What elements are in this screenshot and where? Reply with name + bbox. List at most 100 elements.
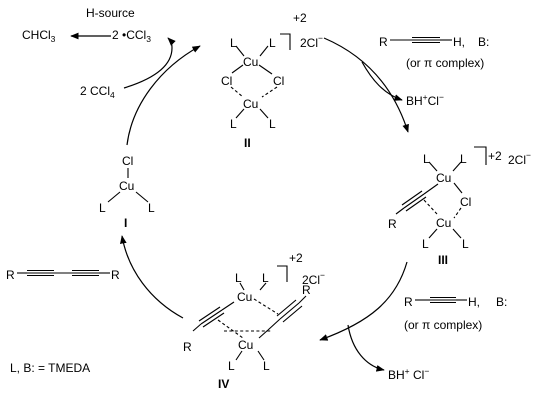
pi-complex-note: (or π complex): [406, 56, 484, 70]
reagent-1-group: R H, B: (or π complex) BH+Cl−: [361, 35, 489, 108]
cycle-arrows: [120, 37, 409, 341]
alkyne-bond: [403, 193, 425, 209]
cu-l-bond: [235, 350, 243, 361]
alkyne-bond: [202, 312, 225, 328]
alkyne-bond: [267, 318, 281, 331]
base-label: B:: [496, 295, 507, 309]
complex-III: L L Cu Cl R Cu L L III +2 2Cl−: [388, 146, 531, 267]
charge-label: +2: [488, 149, 502, 163]
ligand-label: L: [230, 36, 237, 50]
complex-III-label: III: [438, 253, 448, 267]
ligand-label: L: [460, 152, 467, 166]
r-group-left: R: [6, 268, 15, 282]
ligand-label: L: [269, 117, 276, 131]
chcl3-label: CHCl3: [22, 28, 56, 44]
diyne-product: R R: [6, 268, 120, 282]
cu-cl-bond: [258, 64, 273, 75]
byproduct-arrow-2: [347, 324, 385, 372]
r-group: R: [388, 217, 397, 231]
cu-l-bond: [452, 161, 462, 172]
ccl4-to-radical-arrow: [123, 37, 176, 89]
alkyne-bond: [200, 309, 223, 325]
byproduct-arrow-1: [361, 61, 403, 101]
charge-bracket: [277, 265, 288, 282]
cu-l-bond: [259, 108, 269, 119]
cu-c-bond: [258, 329, 269, 339]
complex-I: Cl Cu L L I: [99, 154, 155, 230]
pi-interaction-dashed: [217, 319, 244, 339]
cu-atom: Cu: [119, 179, 134, 193]
charge-bracket: [474, 146, 487, 165]
alkyne-bond: [276, 299, 297, 317]
alkyne-r-label: R: [379, 35, 388, 49]
ligand-label: L: [269, 36, 276, 50]
ligand-label: L: [422, 237, 429, 251]
c-r-bond: [298, 295, 307, 304]
complex-I-label: I: [124, 216, 127, 230]
cu-cl-dashed-bond: [230, 86, 244, 98]
counterion-label: 2Cl−: [300, 33, 323, 50]
alkyne-bond: [279, 302, 300, 320]
h-source-label: H-source: [86, 6, 135, 20]
cu-l-bond: [135, 191, 149, 203]
pi-interaction-dashed: [423, 199, 438, 215]
ligand-label: L: [148, 201, 155, 215]
c-r-bond: [192, 323, 202, 332]
r-group-right: R: [111, 268, 120, 282]
complex-IV-label: IV: [218, 377, 229, 391]
byproduct-1-label: BH+Cl−: [406, 92, 444, 108]
byproduct-2-label: BH+ Cl−: [388, 366, 429, 382]
base-label: B:: [478, 35, 489, 49]
cu-atom-bottom: Cu: [436, 216, 451, 230]
ligand-label: L: [230, 117, 237, 131]
arrow-III-to-IV: [319, 261, 408, 341]
ligand-label: L: [228, 359, 235, 373]
alkyne-h-label: H,: [468, 295, 480, 309]
charge-label: +2: [293, 11, 307, 25]
cu-l-bond: [239, 282, 245, 291]
cu-cl-bond: [453, 182, 463, 194]
cu-l-bond: [235, 108, 245, 119]
counterion-label: 2Cl−: [508, 150, 531, 167]
cl-bridge-left: Cl: [221, 74, 232, 88]
cu-cl-dashed-bond: [261, 86, 278, 98]
ligand-label: L: [99, 201, 106, 215]
alkyne-bond: [401, 190, 423, 206]
cu-atom-top: Cu: [237, 290, 252, 304]
charge-bracket: [280, 33, 291, 50]
cu-cl-dashed-bond: [453, 207, 462, 219]
alkyne-r-label: R: [404, 295, 413, 309]
alkyne-bond: [405, 196, 427, 212]
cu-l-bond: [235, 45, 245, 57]
radical-branch: H-source CHCl3 2 •CCl3 2 CCl4: [22, 6, 176, 100]
c-r-bond: [395, 207, 405, 215]
cu-atom-top: Cu: [243, 55, 258, 69]
cl-bridge-right: Cl: [273, 74, 284, 88]
cu-l-bond: [259, 282, 267, 291]
ligand-label: L: [263, 359, 270, 373]
cu-atom-top: Cu: [436, 171, 451, 185]
pi-complex-note: (or π complex): [404, 318, 482, 332]
cu-c-bond: [221, 301, 235, 311]
complex-II: L L Cu Cl Cl Cu L L II +2 2Cl−: [221, 11, 323, 150]
r-group-right: R: [302, 283, 311, 297]
ligand-label: L: [262, 271, 269, 285]
cu-atom-bottom: Cu: [243, 97, 258, 111]
cu-atom-bottom: Cu: [238, 338, 253, 352]
arrow-II-to-III: [323, 37, 409, 133]
ligand-label: L: [235, 271, 242, 285]
r-group-left: R: [183, 340, 192, 354]
cl-bridge: Cl: [460, 195, 471, 209]
counterion-label: 2Cl−: [302, 270, 325, 287]
reagent-2-group: R H, B: (or π complex) BH+ Cl−: [347, 295, 507, 382]
arrow-IV-to-I: [120, 235, 184, 319]
alkyne-bond: [198, 306, 221, 322]
charge-label: +2: [289, 251, 303, 265]
cu-l-bond: [259, 45, 269, 57]
pi-interaction-dashed: [253, 298, 279, 315]
ligand-legend: L, B: = TMEDA: [10, 361, 90, 375]
cu-l-bond: [452, 228, 462, 239]
cu-l-bond: [107, 191, 121, 203]
cl-ligand: Cl: [122, 154, 133, 168]
